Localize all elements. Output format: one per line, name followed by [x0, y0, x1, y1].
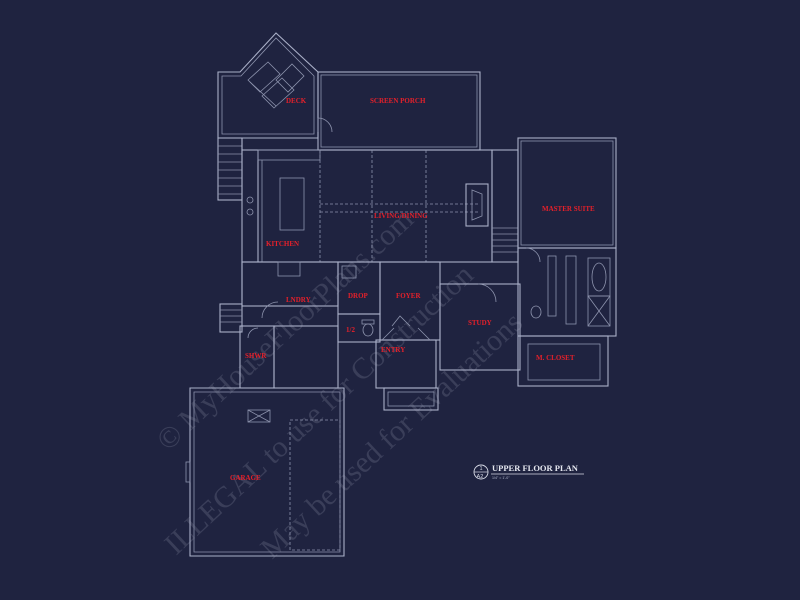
- room-label-study: STUDY: [468, 319, 492, 327]
- room-label-foyer: FOYER: [396, 292, 421, 300]
- master-wing: [517, 137, 617, 387]
- room-label-garage: GARAGE: [230, 474, 261, 482]
- tag-bottom: A2: [477, 474, 484, 480]
- plan-title: UPPER FLOOR PLAN: [492, 463, 579, 473]
- room-label-deck: DECK: [286, 97, 307, 105]
- room-label-drop: DROP: [348, 292, 369, 300]
- plan-title-block: 1 A2 UPPER FLOOR PLAN 1/4" = 1'-0": [473, 463, 584, 480]
- deck: [217, 32, 319, 201]
- screen-porch: [317, 71, 481, 151]
- tag-top: 1: [480, 466, 483, 472]
- room-label-screen-porch: SCREEN PORCH: [370, 97, 426, 105]
- room-label-living-dining: LIVING/DINING: [374, 212, 428, 220]
- room-label-half-bath: 1/2: [346, 326, 355, 334]
- plan-scale-note: 1/4" = 1'-0": [492, 476, 510, 480]
- room-label-m-closet: M. CLOSET: [536, 354, 575, 362]
- garage: [185, 387, 345, 557]
- room-label-shower: SHWR: [245, 352, 267, 360]
- main-house: [219, 138, 521, 411]
- room-label-master-suite: MASTER SUITE: [542, 205, 595, 213]
- room-label-kitchen: KITCHEN: [266, 240, 299, 248]
- room-label-entry: ENTRY: [381, 346, 405, 354]
- room-label-laundry: LNDRY: [286, 296, 311, 304]
- room-labels: DECK SCREEN PORCH KITCHEN LIVING/DINING …: [230, 97, 595, 482]
